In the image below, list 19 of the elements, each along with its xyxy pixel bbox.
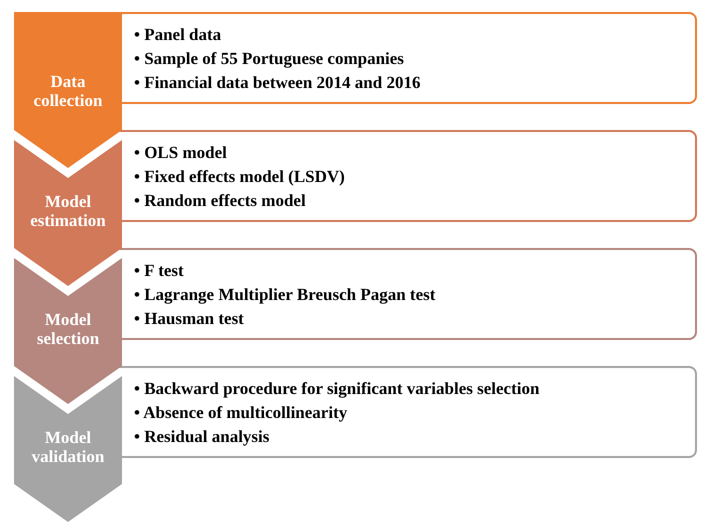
- bullet-item: • Sample of 55 Portuguese companies: [134, 48, 405, 70]
- bullet-item: • Panel data: [134, 24, 222, 46]
- bullet-item: • OLS model: [134, 142, 228, 164]
- text-panel: [118, 248, 697, 340]
- step-label: Model estimation: [29, 192, 107, 230]
- step-label: Model validation: [30, 428, 106, 466]
- step-label: Model selection: [36, 310, 100, 348]
- bullet-item: • Backward procedure for significant variables selection: [134, 378, 540, 400]
- bullet-item: • Absence of multicollinearity: [134, 402, 348, 424]
- bullet-item: • Hausman test: [134, 308, 245, 330]
- text-panel: [118, 366, 697, 458]
- bullet-item: • Lagrange Multiplier Breusch Pagan test: [134, 284, 436, 306]
- bullet-item: • Residual analysis: [134, 426, 270, 448]
- bullet-item: • Random effects model: [134, 190, 307, 212]
- bullet-item: • Financial data between 2014 and 2016: [134, 72, 422, 94]
- text-panel: [118, 130, 697, 222]
- bullet-item: • Fixed effects model (LSDV): [134, 166, 346, 188]
- bullet-item: • F test: [134, 260, 185, 282]
- step-label: Data collection: [32, 72, 104, 110]
